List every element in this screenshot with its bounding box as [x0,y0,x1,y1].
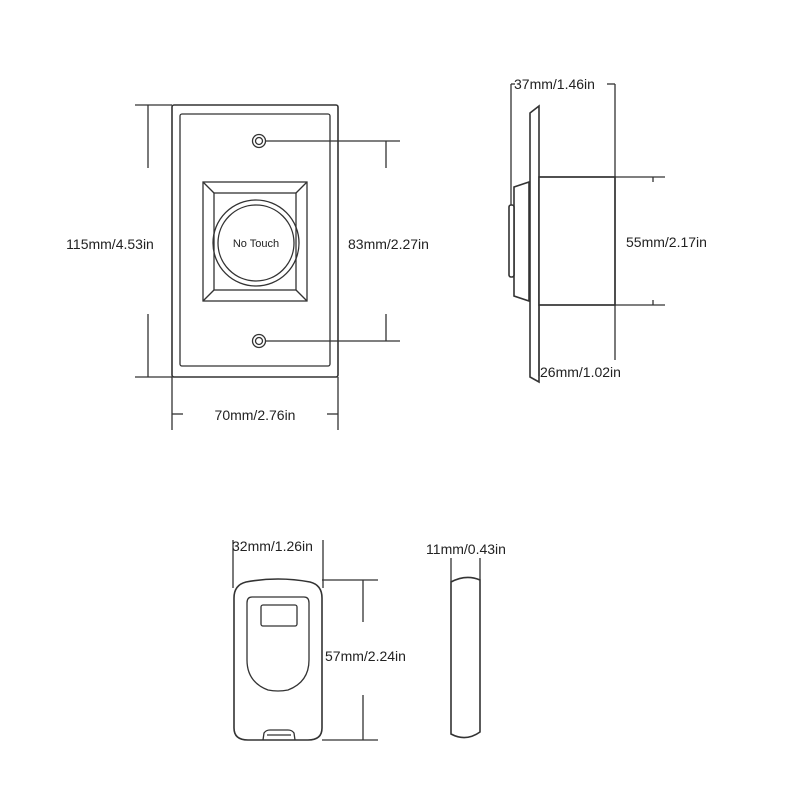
side-view: 37mm/1.46in 55mm/2.17in 26mm/1.02in [508,76,707,384]
depth-label: 37mm/1.46in [514,76,595,92]
body-height-dimension: 55mm/2.17in [539,176,707,306]
remote-side-view: 11mm/0.43in [426,541,506,739]
height-dimension: 115mm/4.53in [66,104,172,378]
side-body [538,176,616,306]
body-depth-label: 26mm/1.02in [540,364,621,380]
remote-bottom-clip [262,729,296,741]
no-touch-sensor: No Touch [212,199,300,287]
button-housing [202,181,308,302]
hole-spacing-dimension: 83mm/2.27in [265,140,429,342]
hole-spacing-label: 83mm/2.27in [348,236,429,252]
height-label: 115mm/4.53in [66,236,154,252]
plate-inner-border [179,113,331,367]
remote-height-label: 57mm/2.24in [325,648,406,664]
remote-side-body [450,576,481,739]
remote-body [233,578,323,741]
width-dimension: 70mm/2.76in [171,377,339,430]
remote-height-dimension: 57mm/2.24in [322,579,406,741]
body-depth-dimension: 26mm/1.02in [538,305,621,380]
wall-plate [171,104,339,378]
side-button-bump [513,180,530,303]
front-view: No Touch 115mm/4.53in 83mm/2.27in 70mm/2… [66,104,429,430]
body-height-label: 55mm/2.17in [626,234,707,250]
remote-button-area [246,596,310,692]
remote-width-label: 32mm/1.26in [232,538,313,554]
depth-dimension: 37mm/1.46in [510,76,616,360]
side-sensor-face [508,204,515,278]
side-plate [529,104,540,384]
remote-thickness-dimension: 11mm/0.43in [426,541,506,582]
remote-front-view: 32mm/1.26in 57mm/2.24in [232,538,406,741]
remote-led-window [260,604,298,627]
remote-thickness-label: 11mm/0.43in [426,541,506,557]
width-label: 70mm/2.76in [215,407,296,423]
button-text: No Touch [233,238,279,250]
